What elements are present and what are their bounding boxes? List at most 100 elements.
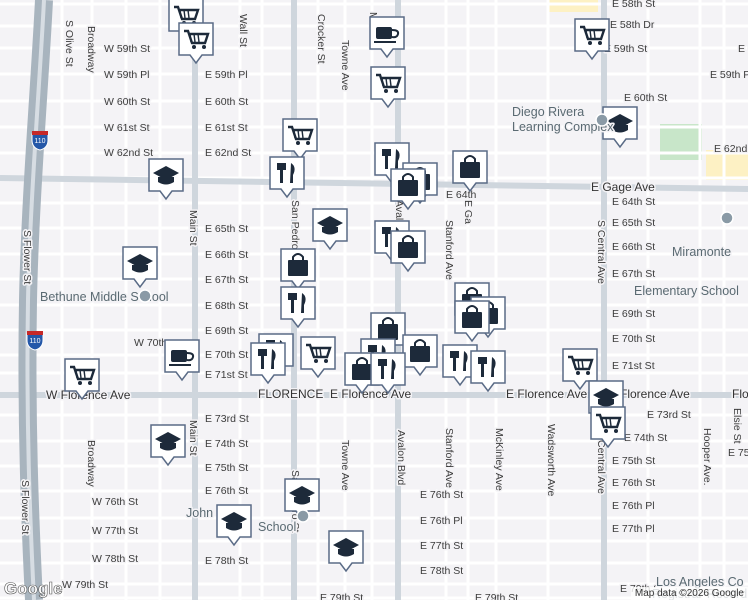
place-label[interactable]: Elementary School (633, 283, 741, 300)
map-marker[interactable] (312, 208, 348, 251)
map-marker[interactable] (574, 18, 610, 61)
street-label: E 59th Pl (205, 69, 248, 81)
street-label: E 75th St (728, 447, 748, 459)
street-label: FLORENCE (258, 387, 323, 401)
map-marker[interactable] (250, 342, 286, 385)
place-dot-icon[interactable] (720, 211, 734, 225)
street-label: E 69th St (205, 325, 248, 337)
map-marker[interactable] (369, 16, 405, 59)
arterial-road (0, 175, 748, 192)
cart-icon (580, 25, 606, 45)
map-marker[interactable] (280, 248, 316, 291)
map-marker[interactable] (282, 118, 318, 161)
map-marker[interactable] (284, 478, 320, 521)
street-label: Crocker St (314, 13, 329, 66)
street-label: E 78th St (420, 565, 463, 577)
street-label: E 73rd St (647, 409, 691, 421)
school-icon (317, 216, 343, 235)
place-dot-icon[interactable] (296, 509, 310, 523)
place-dot-icon[interactable] (138, 289, 152, 303)
place-label[interactable]: Los Angeles Co (655, 574, 746, 591)
map-marker[interactable] (562, 348, 598, 391)
map-marker[interactable] (370, 66, 406, 109)
school-icon (153, 166, 179, 185)
map-marker[interactable] (280, 286, 316, 329)
map-marker[interactable] (64, 358, 100, 401)
map-marker[interactable] (390, 168, 426, 211)
cart-icon (596, 413, 622, 433)
svg-text:E Ga: E Ga (462, 200, 474, 224)
map-marker[interactable] (454, 300, 490, 343)
street-label: E 62nd (714, 143, 747, 155)
street-label: E 67th St (612, 268, 655, 280)
park-area (660, 124, 702, 160)
map-marker[interactable] (370, 352, 406, 395)
map-marker[interactable] (148, 158, 184, 201)
street-label: W 62nd St (104, 147, 153, 159)
street-label: E 66th St (205, 249, 248, 261)
street-label: Hooper Ave. (700, 427, 715, 488)
highway-number: 110 (34, 138, 45, 145)
street-label: Central (594, 439, 609, 476)
svg-text:Main St: Main St (187, 420, 199, 456)
fork-knife-icon (450, 351, 468, 371)
street-label: McKinley Ave (492, 427, 507, 493)
map-marker[interactable] (150, 424, 186, 467)
street-label: E 74th St (624, 432, 667, 444)
street-label: S Central Ave (594, 219, 609, 286)
svg-text:S Flower St: S Flower St (19, 480, 31, 534)
school-icon (221, 512, 247, 531)
street-label: W 70th (134, 337, 167, 349)
fork-knife-icon (478, 357, 496, 377)
place-label[interactable]: School (257, 519, 298, 536)
street-label: E 79th St (475, 592, 518, 600)
map-marker[interactable] (300, 336, 336, 379)
place-label[interactable]: Bethune Middle School (39, 289, 171, 306)
place-dot-icon[interactable] (595, 113, 609, 127)
map-marker[interactable] (590, 406, 626, 449)
street-label: E 79th St (320, 592, 363, 600)
svg-text:Wall St: Wall St (237, 14, 249, 47)
street-label: S Olive St (62, 19, 77, 69)
map-attribution[interactable]: Map data ©2026 Google (630, 587, 748, 600)
street-label: E Ga (461, 199, 476, 226)
map-marker[interactable] (178, 22, 214, 65)
school-icon (127, 254, 153, 273)
street-label: E Florence Ave (330, 387, 411, 401)
street-label: E 61st St (205, 122, 248, 134)
map-markers (64, 0, 638, 573)
map-marker[interactable] (122, 246, 158, 289)
street-label: Elsie St (730, 407, 745, 446)
bag-icon (378, 317, 398, 340)
freeway-110: 110 110 (18, 0, 53, 600)
cart-icon (568, 355, 594, 375)
map-marker[interactable] (602, 106, 638, 149)
svg-text:Towne Ave: Towne Ave (339, 40, 351, 91)
map-marker[interactable] (470, 350, 506, 393)
svg-text:McKinley Ave: McKinley Ave (493, 428, 505, 491)
street-label: E 71st St (612, 360, 655, 372)
svg-text:Broadway: Broadway (85, 26, 97, 73)
map-marker[interactable] (452, 150, 488, 193)
place-label[interactable]: Miramonte (671, 244, 733, 261)
svg-text:Hooper Ave.: Hooper Ave. (701, 428, 713, 486)
map-marker[interactable] (216, 504, 252, 547)
svg-text:Elsie St: Elsie St (731, 408, 743, 444)
street-label: Broadway (84, 25, 99, 75)
highway-shield-icon: 110 (26, 331, 44, 351)
map-marker[interactable] (269, 156, 305, 199)
place-label[interactable]: Learning Complex (511, 119, 616, 136)
street-label: W 79th St (62, 579, 108, 591)
place-label[interactable]: John (185, 505, 215, 522)
map-marker[interactable] (390, 230, 426, 273)
map-marker[interactable] (164, 339, 200, 382)
street-label: E 65th St (205, 223, 248, 235)
map-marker[interactable] (328, 530, 364, 573)
highway-number: 110 (29, 338, 40, 345)
school-icon (155, 432, 181, 451)
street-label: Towne Ave (338, 439, 353, 493)
street-label: E 76th St (612, 477, 655, 489)
street-label: E Gage Ave (591, 180, 655, 194)
place-label[interactable]: Diego Rivera (511, 104, 586, 121)
